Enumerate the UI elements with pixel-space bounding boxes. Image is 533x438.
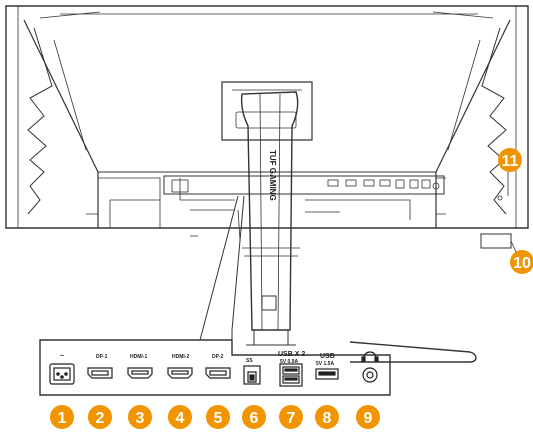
svg-text:10: 10: [513, 255, 531, 272]
port-label-5: DP-2: [212, 354, 224, 360]
usb-a-dual-icon: [279, 363, 303, 387]
port-label-1: ~: [60, 353, 64, 360]
svg-text:2: 2: [96, 410, 105, 427]
badge-11: 11: [498, 148, 522, 172]
usb-b-upstream-icon: [243, 365, 261, 385]
hdmi-icon: [127, 367, 153, 379]
number-badges: 1 2 3 4 5 6 7 8: [50, 148, 533, 429]
port-sublabel-7: 5V 0.9A: [280, 359, 298, 365]
headphone-icon: [361, 351, 379, 383]
monitor-stand: [190, 91, 477, 363]
power-inlet-icon: [49, 363, 75, 385]
port-sublabel-8: 5V 1.5A: [316, 361, 334, 367]
port-label-8: USB: [320, 353, 335, 360]
svg-text:6: 6: [250, 410, 259, 427]
port-label-4: HDMI-2: [172, 354, 189, 360]
svg-text:9: 9: [364, 410, 373, 427]
displayport-icon: [87, 367, 113, 379]
svg-text:1: 1: [58, 410, 67, 427]
hdmi-icon: [167, 367, 193, 379]
port-label-6: SS: [246, 358, 253, 364]
displayport-icon: [205, 367, 231, 379]
brand-label: TUF GAMING: [268, 150, 277, 201]
badge-3: 3: [128, 405, 152, 429]
port-icons: [49, 351, 379, 387]
svg-text:11: 11: [502, 153, 519, 170]
badge-1: 1: [50, 405, 74, 429]
port-label-3: HDMI-1: [130, 354, 147, 360]
leader-lines: [199, 195, 245, 341]
usb-a-icon: [315, 368, 339, 380]
svg-text:5: 5: [214, 410, 223, 427]
badge-4: 4: [168, 405, 192, 429]
monitor-body: [5, 5, 529, 249]
callout-connectors: [507, 172, 517, 253]
badge-6: 6: [242, 405, 266, 429]
svg-text:3: 3: [136, 410, 145, 427]
port-label-7: USB X 2: [278, 351, 305, 358]
svg-text:7: 7: [287, 410, 296, 427]
badge-7: 7: [279, 405, 303, 429]
badge-2: 2: [88, 405, 112, 429]
badge-9: 9: [356, 405, 380, 429]
port-label-2: DP-1: [96, 354, 108, 360]
svg-text:8: 8: [323, 410, 332, 427]
badge-8: 8: [315, 405, 339, 429]
badge-5: 5: [206, 405, 230, 429]
port-panel: [39, 339, 391, 396]
port-labels: ~ DP-1 HDMI-1 HDMI-2 DP-2 SS USB X 2 5V …: [60, 351, 335, 367]
svg-text:4: 4: [176, 410, 185, 427]
badge-10: 10: [510, 250, 533, 274]
